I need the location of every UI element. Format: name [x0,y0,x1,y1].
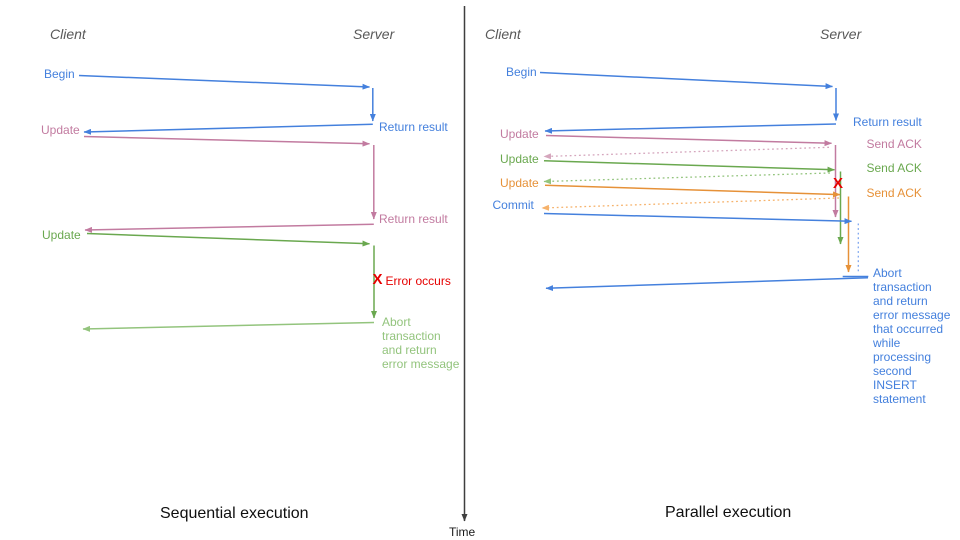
parallel-label-send-ack: Send ACK [866,136,922,151]
sequential-error-x-mark: X [372,271,383,288]
parallel-arrow-update3-request [544,184,841,198]
sequential-label-abort-message: Abort transaction and return error messa… [382,314,460,371]
sequential-arrow-begin-request [78,74,370,90]
parallel-arrow-update2-request [543,159,835,173]
parallel-arrow-ack3-dotted [541,197,840,211]
sequential-header-client: Client [50,25,86,42]
parallel-arrow-update1-request [545,134,832,147]
parallel-label-send-ack: Send ACK [866,186,922,200]
parallel-arrow-return-result [544,123,837,134]
parallel-label-begin: Begin [506,64,537,79]
parallel-label-send-ack: Send ACK [866,161,922,175]
sequential-arrow-return-result-2 [84,223,374,233]
parallel-label-update: Update [500,127,539,141]
parallel-label-commit: Commit [492,198,534,212]
parallel-arrow-begin-request [539,71,833,90]
parallel-label-update: Update [500,151,539,166]
sequential-arrow-update2-request [86,232,370,247]
parallel-label-abort-message: Abort transaction and return error messa… [873,266,951,406]
sequential-arrow-update1-request [83,135,370,147]
sequential-label-return-result: Return result [379,119,448,134]
parallel-arrow-ack2-dotted [543,172,831,185]
time-axis-label: Time [449,525,476,539]
title-sequential-execution: Sequential execution [160,505,309,522]
parallel-label-update: Update [500,175,539,190]
parallel-label-return-result: Return result [853,114,922,129]
sequential-header-server: Server [353,25,395,42]
parallel-error-x-mark: X [833,175,844,192]
sequential-label-update: Update [42,227,81,242]
parallel-arrow-abort-return [545,277,869,292]
sequential-label-update: Update [41,123,80,137]
sequential-label-error-occurs: Error occurs [385,274,451,288]
parallel-arrow-ack1-dotted [543,146,830,160]
sequential-label-begin: Begin [44,67,75,81]
title-parallel-execution: Parallel execution [665,504,792,521]
parallel-header-client: Client [485,25,521,42]
sequential-arrow-abort-return [82,321,375,332]
sequential-label-return-result: Return result [379,211,448,226]
parallel-arrow-commit-request [543,212,852,225]
sequential-arrow-return-result-1 [83,123,373,135]
parallel-header-server: Server [820,25,862,42]
